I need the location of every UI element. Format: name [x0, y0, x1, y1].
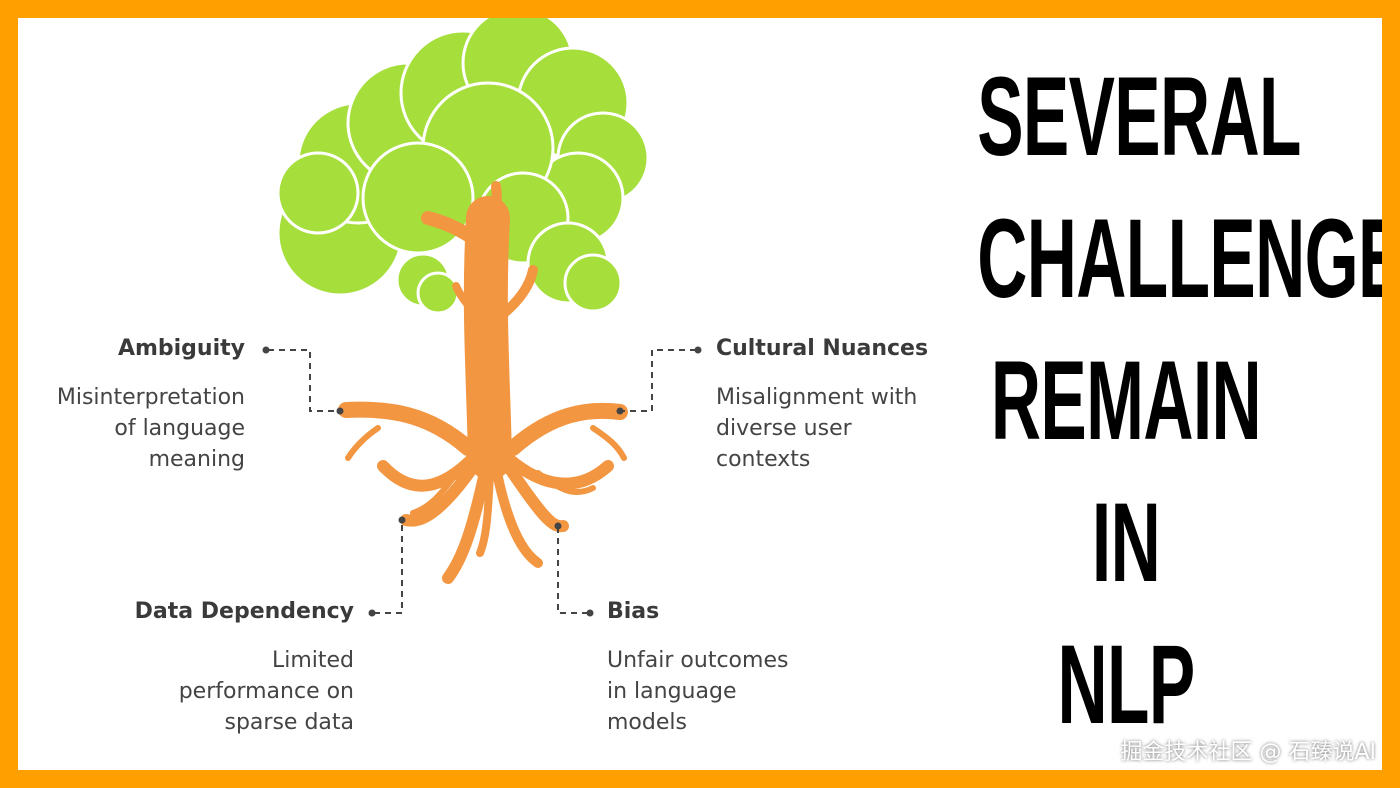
challenge-desc-bias: Unfair outcomes in language models [607, 648, 789, 735]
connector-cultural-nuances [620, 349, 696, 412]
headline: SEVERAL CHALLENGES REMAIN IN NLP [886, 46, 1382, 756]
tree-illustration [262, 18, 702, 617]
headline-line-2: CHALLENGES [977, 196, 1382, 321]
tree-foliage [276, 18, 650, 315]
connector-data-dependency [374, 520, 403, 614]
challenge-title-cultural-nuances: Cultural Nuances [716, 336, 929, 361]
watermark: 掘金技术社区 @ 石臻说AI [1120, 740, 1376, 765]
connector-dots [262, 346, 702, 617]
challenge-desc-cultural-nuances: Misalignment with diverse user contexts [716, 385, 918, 472]
headline-line-3: REMAIN [990, 338, 1262, 463]
connector-ambiguity [268, 349, 340, 412]
callout-connectors [268, 349, 696, 614]
headline-line-1: SEVERAL [977, 54, 1301, 179]
challenge-desc-data-dependency: Limited performance on sparse data [178, 648, 354, 735]
tree-trunk-and-roots [338, 181, 628, 584]
challenge-title-bias: Bias [607, 599, 660, 624]
headline-line-5: NLP [1057, 622, 1195, 747]
challenge-desc-ambiguity: Misinterpretation of language meaning [56, 385, 245, 472]
headline-line-4: IN [1091, 480, 1161, 605]
challenge-title-data-dependency: Data Dependency [134, 599, 354, 624]
challenge-title-ambiguity: Ambiguity [117, 336, 245, 361]
connector-bias [557, 526, 588, 614]
infographic-canvas: Ambiguity Misinterpretation of language … [18, 18, 1382, 770]
